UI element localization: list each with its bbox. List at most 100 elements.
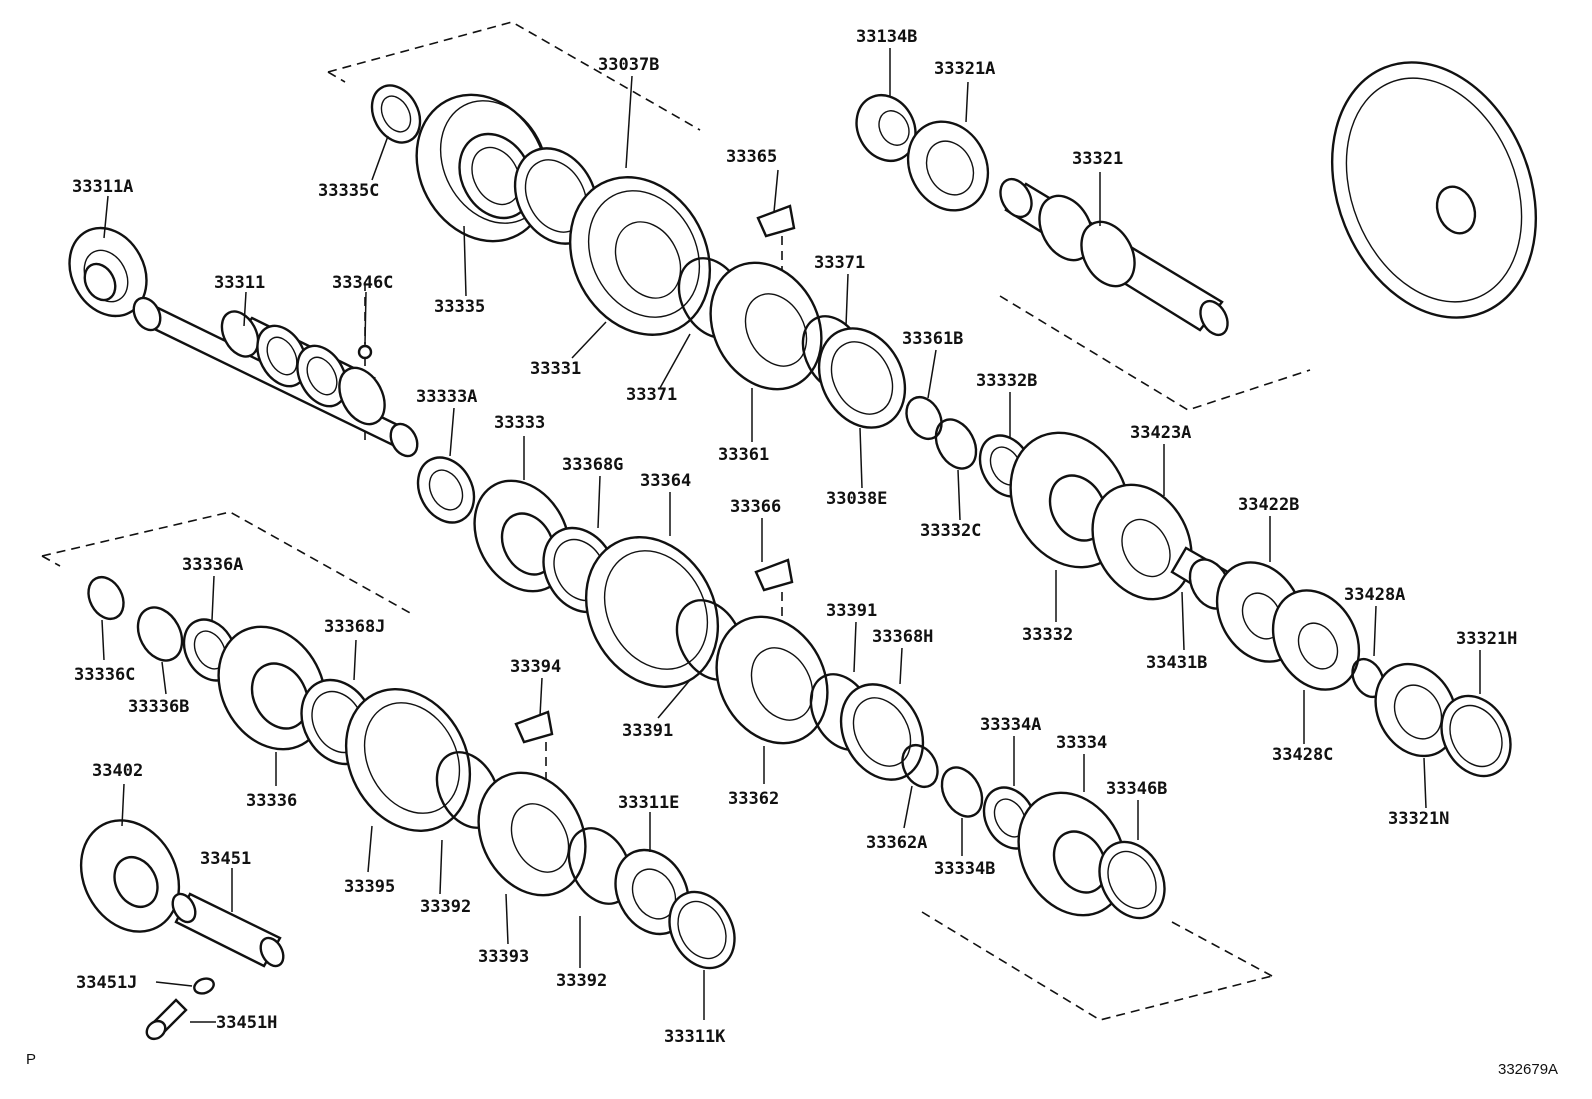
input-shaft-33311: [132, 296, 419, 458]
label-33335: 33335: [434, 297, 485, 317]
clutch-hub-33361: [709, 261, 823, 391]
synchro-ring-33038E: [817, 327, 907, 429]
label-33335C: 33335C: [318, 181, 379, 201]
corner-mark-p: P: [26, 1051, 36, 1068]
idler-shaft-33451: [171, 892, 285, 968]
gear-33423A: [1091, 483, 1193, 601]
label-33311: 33311: [214, 273, 265, 293]
ring-gear-large: [1330, 61, 1538, 319]
bearing-33321A: [906, 120, 990, 212]
cover-33134B: [855, 94, 917, 162]
label-33311A: 33311A: [72, 177, 133, 197]
label-33371-lower: 33371: [626, 385, 677, 405]
shifting-key-33394: [514, 710, 554, 744]
gear-33336: [217, 625, 327, 751]
label-33362A: 33362A: [866, 833, 927, 853]
label-33321: 33321: [1072, 149, 1123, 169]
label-33311E: 33311E: [618, 793, 679, 813]
synchro-ring-33368H: [839, 683, 925, 781]
washer-33336B: [136, 606, 184, 662]
bearing-33321N: [1374, 662, 1458, 758]
label-33423A: 33423A: [1130, 423, 1191, 443]
group-outline-left: [41, 511, 413, 615]
label-33333: 33333: [494, 413, 545, 433]
label-33368H: 33368H: [872, 627, 933, 647]
part-labels: 33311A 33311 33346C 33335C 33335 33037B …: [72, 27, 1517, 1047]
label-33038E: 33038E: [826, 489, 887, 509]
washer-33311K: [668, 890, 736, 970]
output-shaft-33321: [999, 177, 1229, 337]
needle-bearing-33333A: [416, 456, 476, 524]
leader-lines: [101, 48, 1481, 1023]
group-outline-right-top: [999, 295, 1311, 411]
label-33311K: 33311K: [664, 1027, 726, 1047]
label-33364: 33364: [640, 471, 691, 491]
shifting-key-33365: [756, 204, 796, 238]
label-33394: 33394: [510, 657, 561, 677]
label-33428A: 33428A: [1344, 585, 1405, 605]
label-33321A: 33321A: [934, 59, 995, 79]
label-33402: 33402: [92, 761, 143, 781]
washer-33332C: [934, 418, 978, 470]
bearing-33311A: [68, 226, 148, 318]
hub-sleeve-33331: [568, 176, 712, 336]
label-33037B: 33037B: [598, 55, 659, 75]
label-33392-left: 33392: [420, 897, 471, 917]
bolt-33451H: [145, 998, 188, 1041]
label-33391-lower: 33391: [622, 721, 673, 741]
label-33368G: 33368G: [562, 455, 623, 475]
label-33362: 33362: [728, 789, 779, 809]
label-33391-upper: 33391: [826, 601, 877, 621]
washer-33321H: [1440, 694, 1512, 778]
label-33334: 33334: [1056, 733, 1107, 753]
label-33333A: 33333A: [416, 387, 477, 407]
snap-ring-33336C: [87, 575, 125, 621]
snap-ring-33361B: [905, 395, 943, 441]
label-33428C: 33428C: [1272, 745, 1333, 765]
gear-33428C: [1271, 589, 1361, 691]
label-33392-right: 33392: [556, 971, 607, 991]
group-outline-top: [327, 21, 701, 131]
label-33371-upper: 33371: [814, 253, 865, 273]
label-33336: 33336: [246, 791, 297, 811]
figure-code: 332679A: [1498, 1061, 1558, 1078]
label-33422B: 33422B: [1238, 495, 1299, 515]
label-33451H: 33451H: [216, 1013, 277, 1033]
label-33332C: 33332C: [920, 521, 981, 541]
reverse-idler-gear-33402: [79, 819, 181, 933]
label-33336A: 33336A: [182, 555, 243, 575]
label-33134B: 33134B: [856, 27, 917, 47]
snap-ring-33362A: [901, 743, 939, 789]
washer-33346B: [1098, 840, 1166, 920]
label-33393: 33393: [478, 947, 529, 967]
label-33332: 33332: [1022, 625, 1073, 645]
label-33331: 33331: [530, 359, 581, 379]
clutch-hub-33362: [715, 615, 829, 745]
needle-bearing-33335C: [370, 84, 422, 144]
label-33431B: 33431B: [1146, 653, 1207, 673]
label-33346B: 33346B: [1106, 779, 1167, 799]
label-33451: 33451: [200, 849, 251, 869]
label-33368J: 33368J: [324, 617, 385, 637]
label-33336C: 33336C: [74, 665, 135, 685]
label-33321H: 33321H: [1456, 629, 1517, 649]
label-33365: 33365: [726, 147, 777, 167]
label-33395: 33395: [344, 877, 395, 897]
label-33321N: 33321N: [1388, 809, 1449, 829]
label-33334B: 33334B: [934, 859, 995, 879]
washer-33451J: [193, 977, 215, 995]
ball-33346C: [357, 344, 373, 360]
washer-33334B: [940, 766, 984, 818]
clutch-hub-33393: [477, 771, 587, 897]
shifting-key-33366: [754, 558, 794, 592]
label-33361: 33361: [718, 445, 769, 465]
gear-33334: [1017, 791, 1127, 917]
hub-sleeve-33364: [584, 536, 720, 688]
label-33336B: 33336B: [128, 697, 189, 717]
group-outline-right-bottom: [921, 911, 1273, 1021]
label-33361B: 33361B: [902, 329, 963, 349]
label-33346C: 33346C: [332, 273, 393, 293]
label-33332B: 33332B: [976, 371, 1037, 391]
